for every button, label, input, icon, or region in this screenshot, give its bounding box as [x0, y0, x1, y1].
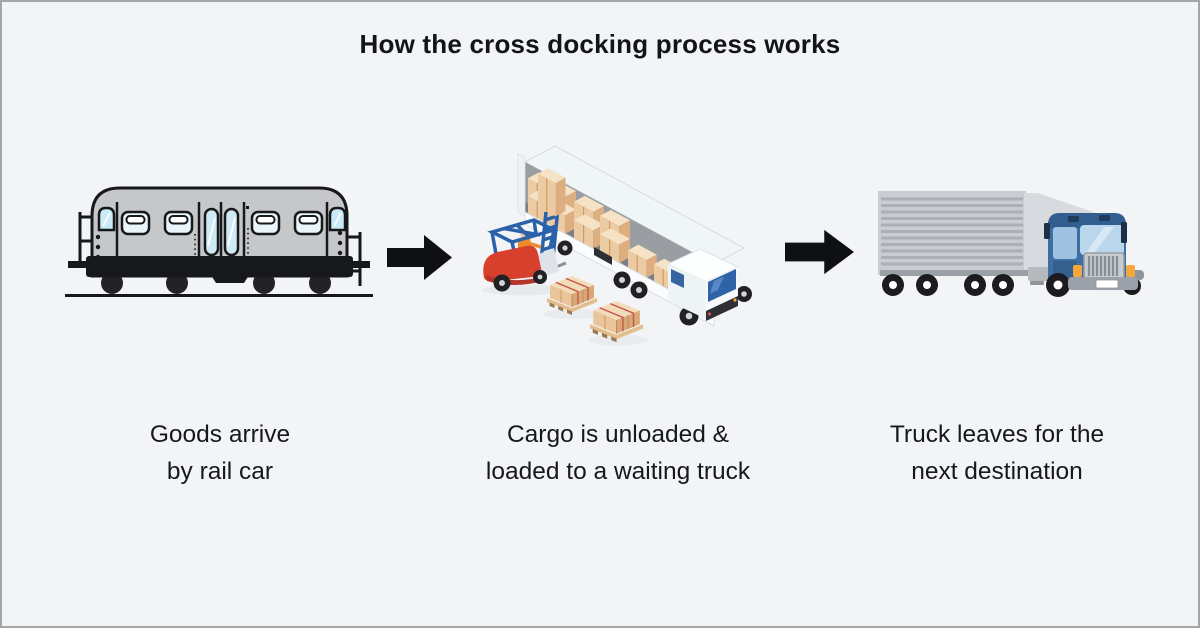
window-shine — [333, 212, 342, 227]
arrow-right-icon — [387, 231, 453, 289]
forklift-loading-illustration — [482, 145, 752, 346]
cab-windshield — [1080, 225, 1124, 255]
handrails — [78, 212, 362, 286]
truck-cab — [1044, 213, 1135, 281]
semi-truck-figure — [872, 185, 1144, 305]
step-caption-loading: Cargo is unloaded & loaded to a waiting … — [428, 416, 808, 490]
window-shine — [102, 212, 111, 227]
trailer-wheels — [557, 240, 648, 299]
waiting-truck-cab — [666, 248, 740, 321]
roof-marker — [1068, 216, 1079, 222]
grille-slats — [1087, 256, 1119, 276]
headlight — [1126, 265, 1135, 277]
wheel-hub — [685, 312, 693, 320]
panel-lines — [115, 202, 329, 257]
loading-scene-figure — [462, 144, 774, 349]
rail-car-body — [90, 186, 349, 278]
cab-bumper — [706, 296, 738, 321]
arrow-right-icon — [785, 226, 855, 283]
caption-line: by rail car — [166, 458, 274, 485]
step-caption-departure: Truck leaves for the next destination — [807, 416, 1187, 490]
rivet — [246, 206, 249, 209]
rail-car-figure — [64, 184, 374, 304]
page-title: How the cross docking process works — [359, 29, 841, 59]
wheel-hub — [741, 291, 747, 297]
worker-arm — [527, 241, 542, 249]
headlight — [1073, 265, 1082, 277]
door-windows — [203, 207, 240, 257]
caption-line: next destination — [911, 458, 1083, 485]
caption-line: Truck leaves for the — [889, 421, 1105, 448]
caption-line: Goods arrive — [149, 421, 291, 448]
overhead-guard — [487, 218, 559, 261]
fuel-tank — [1028, 267, 1048, 281]
license-plate — [1095, 279, 1119, 289]
side-windows — [120, 210, 324, 236]
semi-truck-illustration — [878, 191, 1144, 297]
rear-door-frame — [517, 153, 526, 217]
trailer-skirt — [524, 211, 715, 327]
wheel-hub — [1053, 280, 1063, 290]
cab-step — [1030, 281, 1044, 285]
rail-car-illustration — [65, 186, 373, 297]
step-caption-rail: Goods arrive by rail car — [30, 416, 410, 490]
forklift-body — [483, 245, 542, 282]
trailer-underside — [880, 270, 1028, 276]
caption-line: loaded to a waiting truck — [485, 458, 751, 485]
forklift — [482, 167, 567, 296]
windshield-shine — [1086, 227, 1114, 253]
cab-side-window — [671, 269, 684, 288]
cab-windshield — [708, 269, 736, 302]
right-mirror — [1121, 222, 1127, 243]
skirt-storage-box — [594, 247, 612, 265]
caption-line: Cargo is unloaded & — [506, 421, 729, 448]
trailer-ridges — [881, 197, 1023, 266]
chassis — [68, 256, 370, 277]
roof-marker — [1099, 215, 1110, 221]
left-mirror — [1044, 223, 1050, 239]
cab-side-window — [1053, 227, 1077, 259]
trailer-wheels — [882, 274, 1014, 296]
pallets — [544, 275, 648, 346]
